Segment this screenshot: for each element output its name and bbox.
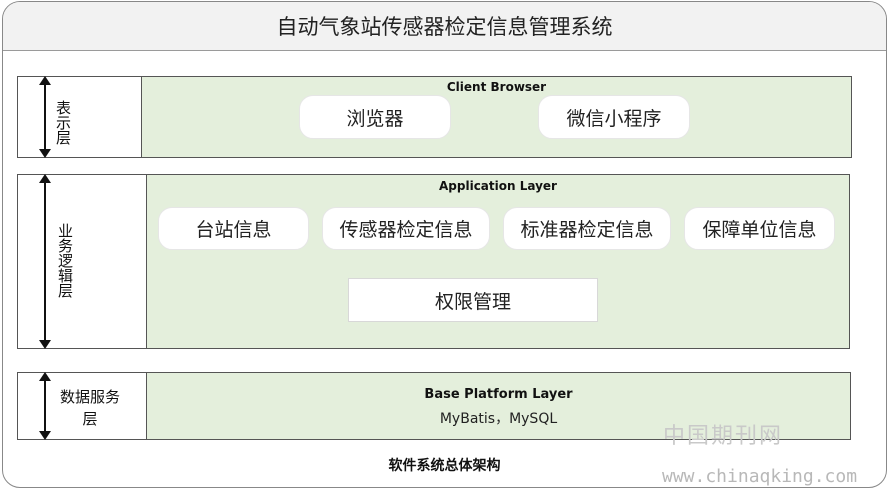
data-layer-subtitle: MyBatis，MySQL: [439, 411, 558, 427]
data-layer: Base Platform Layer MyBatis，MySQL: [146, 372, 851, 440]
data-label: 数据服务 层: [50, 386, 130, 430]
presentation-layer: Client Browser: [141, 76, 852, 158]
business-layer: Application Layer: [146, 174, 850, 349]
business-span-arrow: [39, 174, 51, 349]
data-layer-title: Base Platform Layer: [424, 387, 573, 402]
diagram-title: 自动气象站传感器检定信息管理系统: [3, 2, 886, 51]
data-label-box: [17, 372, 147, 440]
standard-calibration-box: 标准器检定信息: [503, 207, 671, 250]
station-info-box: 台站信息: [158, 207, 309, 250]
data-label-line2: 层: [82, 410, 98, 428]
watermark-url: www.chinaqking.com: [662, 466, 858, 487]
presentation-label: 表示层: [54, 99, 72, 145]
browser-box: 浏览器: [299, 95, 451, 139]
presentation-span-arrow: [39, 76, 51, 158]
support-unit-box: 保障单位信息: [684, 207, 835, 250]
sensor-calibration-box: 传感器检定信息: [322, 207, 490, 250]
data-label-line1: 数据服务: [59, 388, 120, 406]
business-label-box: [17, 174, 147, 349]
business-layer-title: Application Layer: [439, 179, 557, 193]
data-span-arrow: [39, 372, 51, 440]
presentation-label-box: [17, 76, 142, 158]
wechat-miniprogram-box: 微信小程序: [538, 95, 690, 139]
permission-management-box: 权限管理: [348, 278, 598, 322]
watermark-text: 中国期刊网: [663, 424, 784, 449]
presentation-layer-title: Client Browser: [446, 80, 547, 94]
figure-caption: 软件系统总体架构: [388, 458, 501, 474]
business-label: 业务逻辑层: [56, 222, 74, 298]
